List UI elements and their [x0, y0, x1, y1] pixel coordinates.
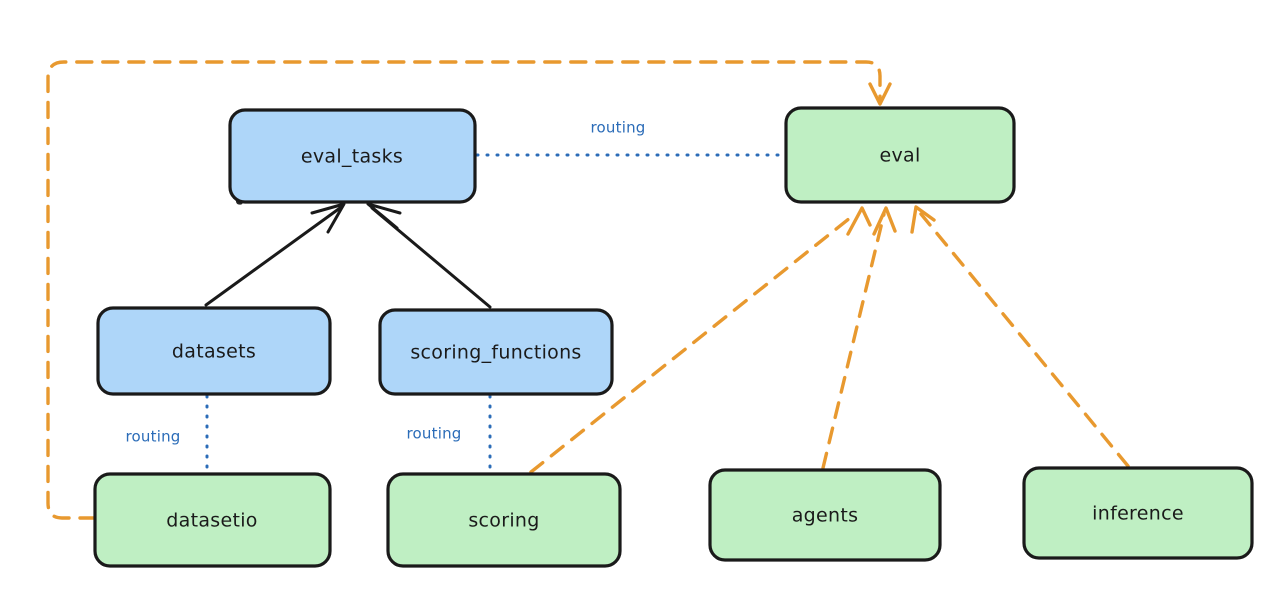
node-eval-tasks-label: eval_tasks	[301, 146, 403, 168]
node-scoring-label: scoring	[468, 510, 539, 532]
node-scoring[interactable]: scoring	[386, 472, 622, 568]
edge-label-routing-scoring-functions: routing	[407, 425, 462, 443]
node-layer: eval_tasks eval datasets scoring_functio…	[93, 106, 1254, 568]
node-eval-tasks[interactable]: eval_tasks	[228, 108, 477, 205]
node-inference[interactable]: inference	[1022, 466, 1254, 560]
edge-scoring-functions-scoring: routing	[407, 394, 492, 474]
node-datasets[interactable]: datasets	[96, 306, 332, 396]
node-scoring-functions-label: scoring_functions	[410, 342, 581, 364]
node-inference-shape[interactable]	[1022, 466, 1254, 560]
node-datasets-label: datasets	[172, 341, 256, 363]
node-scoring-functions-shape[interactable]	[378, 308, 614, 396]
node-datasetio-shape[interactable]	[93, 472, 332, 568]
edge-datasetio-eval	[46, 60, 892, 520]
edge-scoring-eval	[529, 206, 872, 474]
edge-eval-tasks-eval: routing	[475, 119, 786, 157]
edge-layer: routing routing routing	[46, 60, 1130, 520]
edge-scoring-functions-eval-tasks	[366, 202, 492, 309]
edge-agents-eval	[821, 206, 897, 470]
node-datasetio-label: datasetio	[166, 510, 257, 532]
node-datasetio[interactable]: datasetio	[93, 472, 332, 568]
node-eval-shape[interactable]	[784, 106, 1016, 204]
edge-label-routing-eval-tasks: routing	[591, 119, 646, 137]
edge-datasets-datasetio: routing	[126, 394, 209, 474]
node-agents[interactable]: agents	[708, 468, 942, 562]
node-scoring-functions[interactable]: scoring_functions	[378, 308, 614, 396]
node-scoring-shape[interactable]	[386, 472, 622, 568]
node-agents-shape[interactable]	[708, 468, 942, 562]
node-eval-label: eval	[879, 145, 920, 167]
node-agents-label: agents	[792, 505, 859, 527]
edge-inference-eval	[910, 205, 1130, 468]
edge-datasets-eval-tasks	[204, 202, 346, 307]
node-inference-label: inference	[1092, 503, 1184, 525]
node-eval[interactable]: eval	[784, 106, 1016, 204]
node-datasets-shape[interactable]	[96, 306, 332, 396]
node-eval-tasks-shape[interactable]	[228, 108, 477, 204]
edge-label-routing-datasets: routing	[126, 428, 181, 446]
